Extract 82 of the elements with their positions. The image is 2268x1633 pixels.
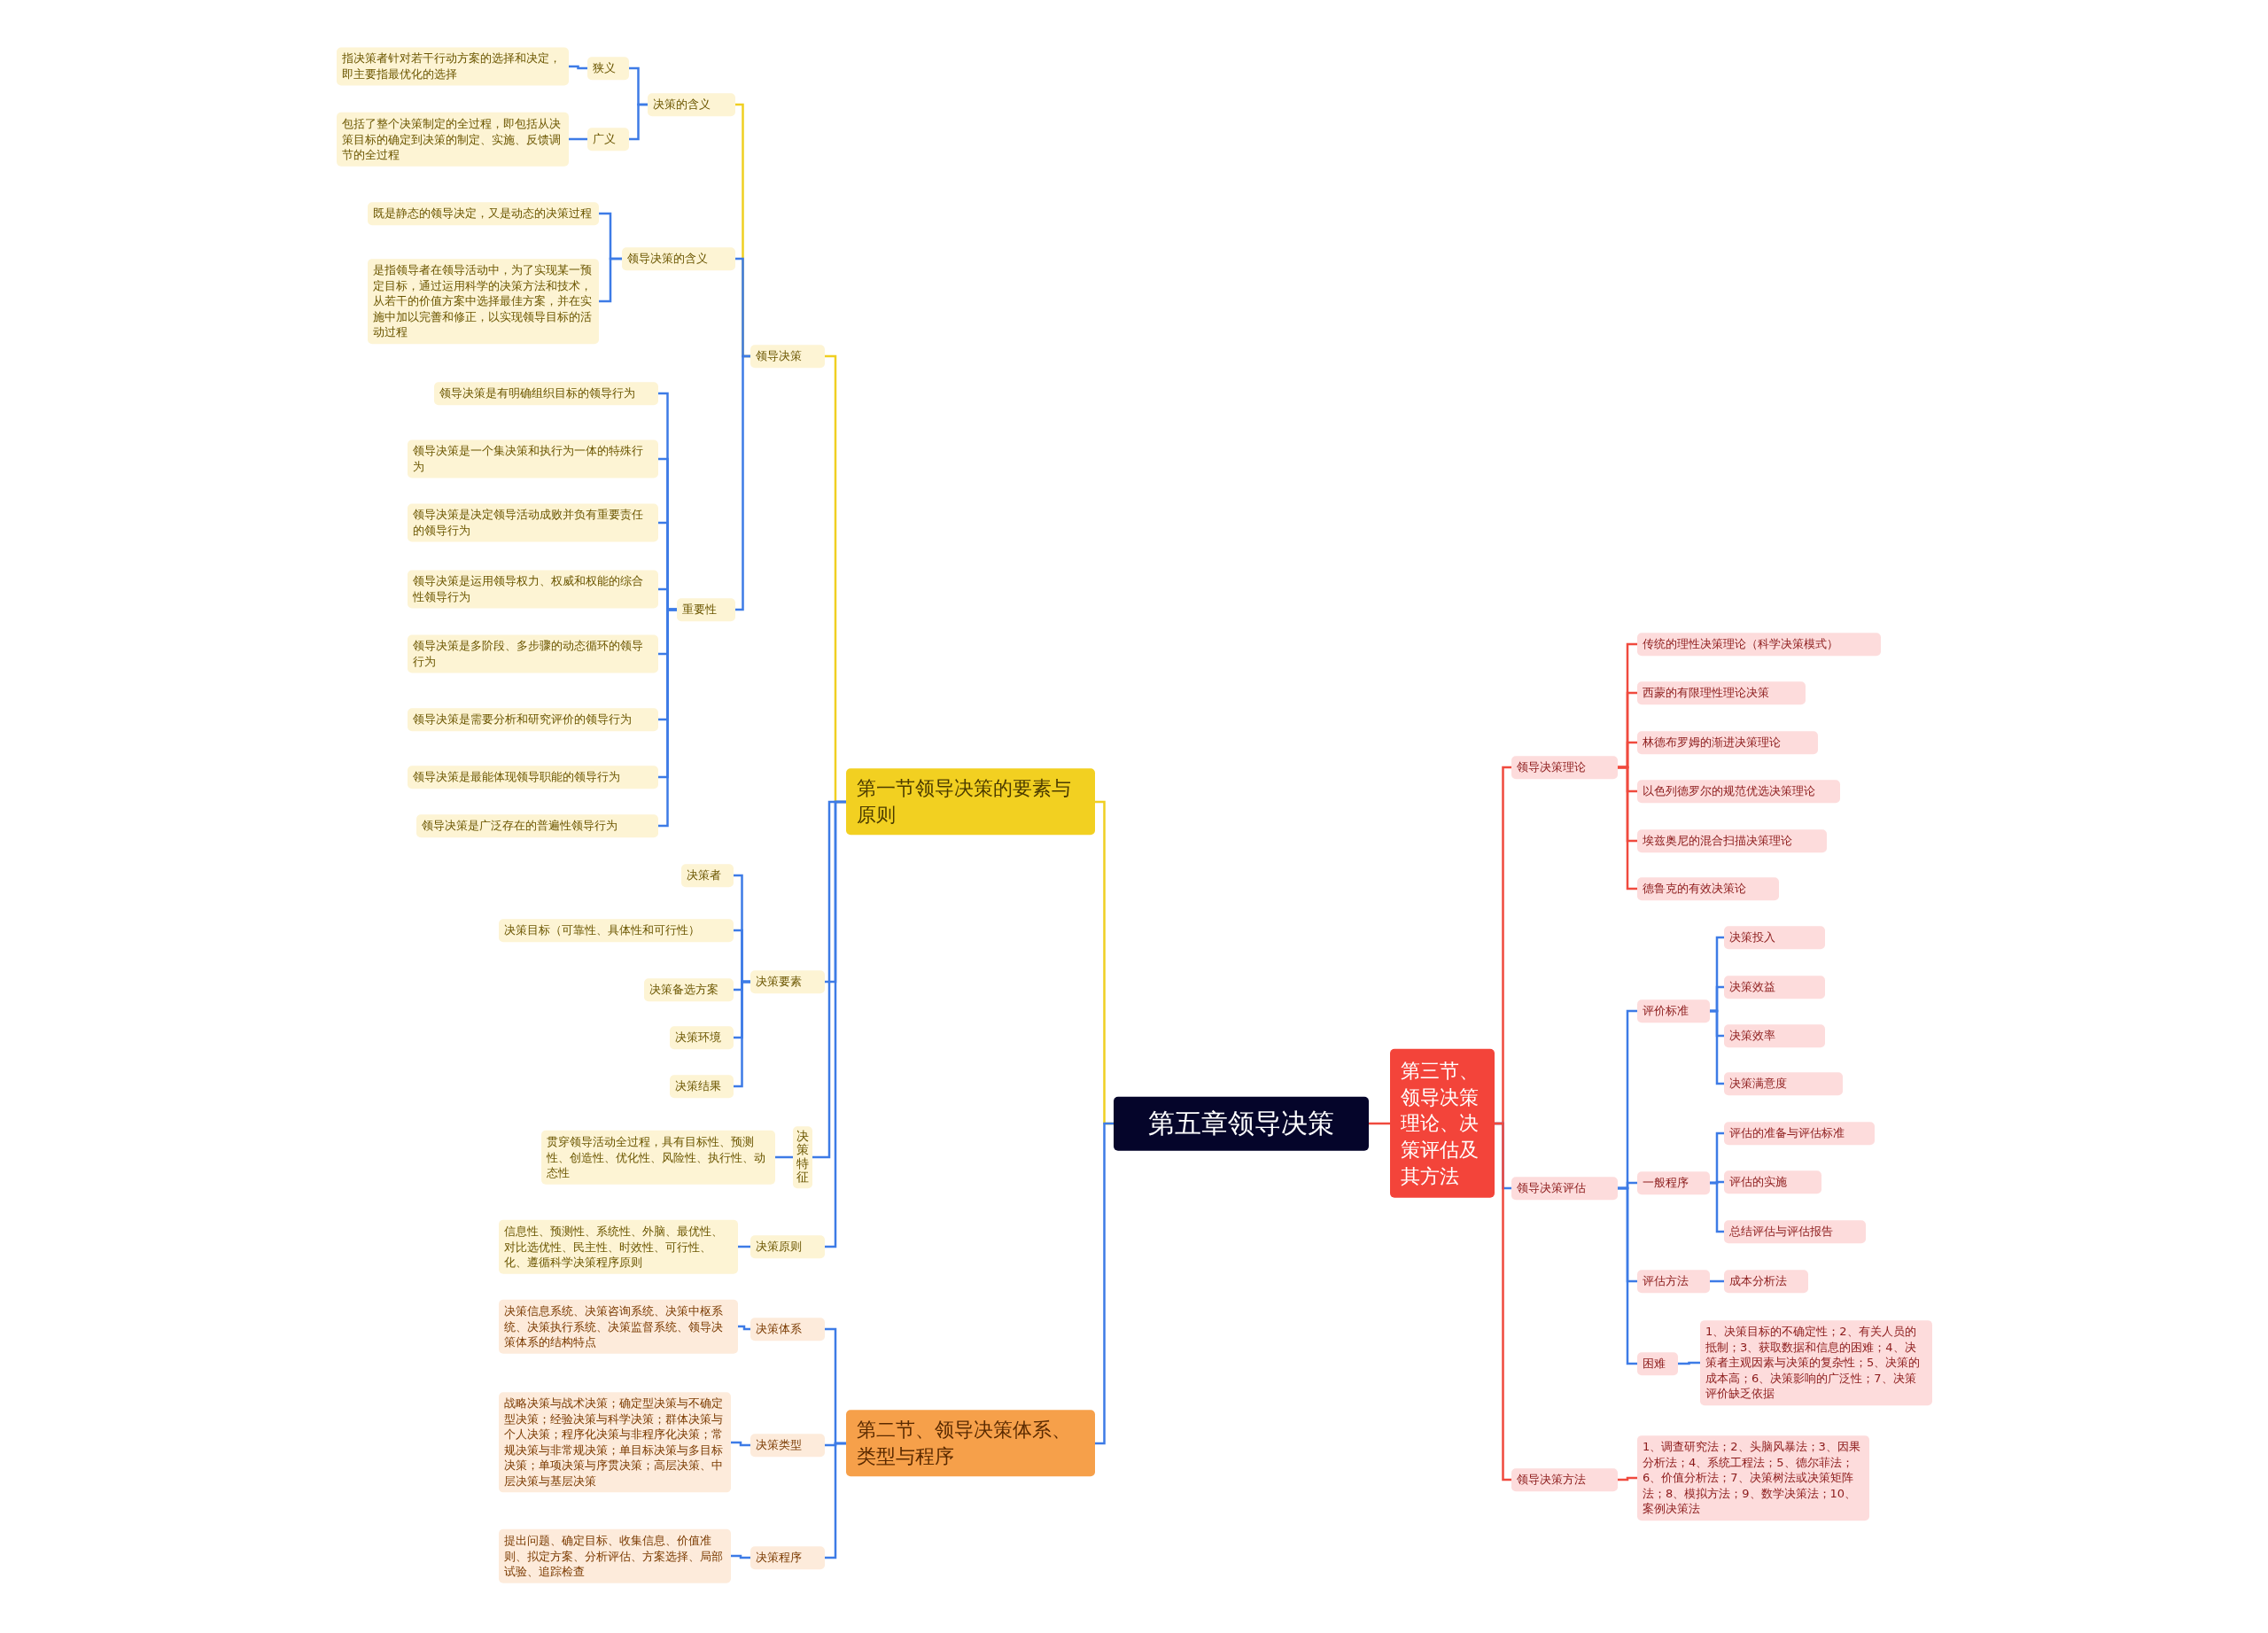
connector-line [599,257,622,303]
topic-card: 提出问题、确定目标、收集信息、价值准则、拟定方案、分析评估、方案选择、局部试验、追踪检查 [499,1528,731,1583]
connector-line [1618,1186,1637,1365]
topic-card: 领导决策 [750,345,825,368]
topic-card: 贯穿领导活动全过程，具有目标性、预测性、创造性、优化性、风险性、执行性、动态性 [541,1130,775,1185]
topic-card: 领导决策是运用领导权力、权威和权能的综合性领导行为 [408,570,658,609]
topic-card: 领导决策是广泛存在的普遍性领导行为 [416,814,658,837]
topic-card: 困难 [1637,1352,1678,1375]
connector-line [825,1442,846,1559]
topic-card: 决策目标（可靠性、具体性和可行性） [499,919,734,942]
topic-card: 决策信息系统、决策咨询系统、决策中枢系统、决策执行系统、决策监督系统、领导决策体系的结构特点 [499,1299,738,1354]
connector-line [1618,766,1637,890]
topic-card: 狭义 [587,57,629,80]
topic-card: 广义 [587,128,629,151]
connector-line [735,354,750,611]
topic-card: 决策程序 [750,1546,825,1569]
connector-line [658,608,677,828]
topic-card: 信息性、预测性、系统性、外脑、最优性、对比选优性、民主性、时效性、可行性、化、遵循科学决策程序原则 [499,1219,738,1274]
topic-card: 评估的实施 [1724,1170,1821,1194]
topic-card: 德鲁克的有效决策论 [1637,877,1779,900]
topic-card: 决策的含义 [648,93,735,116]
topic-card: 决策要素 [750,970,825,993]
connector-line [1369,1122,1390,1125]
topic-card: 传统的理性决策理论（科学决策模式） [1637,633,1881,656]
section-topic: 第二节、领导决策体系、类型与程序 [846,1410,1095,1477]
topic-card: 领导决策评估 [1511,1177,1618,1200]
topic-card: 评估方法 [1637,1270,1710,1293]
topic-card: 领导决策是多阶段、多步骤的动态循环的领导行为 [408,634,658,673]
topic-card: 领导决策理论 [1511,756,1618,779]
section-topic: 第三节、领导决策理论、决策评估及其方法 [1390,1048,1495,1199]
connector-line [1678,1361,1700,1365]
topic-card: 决策投入 [1724,926,1825,949]
topic-card: 领导决策是需要分析和研究评价的领导行为 [408,708,658,731]
topic-card: 决策者 [681,864,734,887]
topic-card: 既是静态的领导决定，又是动态的决策过程 [368,202,599,225]
topic-card: 决策备选方案 [644,978,734,1001]
connector-line [731,1554,750,1559]
topic-card: 总结评估与评估报告 [1724,1220,1866,1243]
topic-card: 林德布罗姆的渐进决策理论 [1637,731,1818,754]
topic-card: 决策结果 [670,1075,734,1098]
topic-card: 是指领导者在领导活动中，为了实现某一预定目标，通过运用科学的决策方法和技术，从若干的价值方案中选择最佳方案，并在实施中加以完善和修正，以实现领导目标的活动过程 [368,259,599,344]
connector-line [775,1155,793,1159]
topic-card: 评价标准 [1637,999,1710,1023]
connector-line [734,980,750,1088]
topic-card: 决策效益 [1724,976,1825,999]
topic-card: 领导决策是有明确组织目标的领导行为 [434,382,658,405]
topic-card: 决策满意度 [1724,1072,1843,1095]
topic-card: 决策体系 [750,1318,825,1341]
topic-card: 领导决策方法 [1511,1468,1618,1491]
connector-line [1095,1122,1114,1445]
topic-card: 埃兹奥尼的混合扫描决策理论 [1637,829,1827,852]
topic-card: 决策环境 [670,1026,734,1049]
topic-card: 评估的准备与评估标准 [1724,1122,1875,1145]
connector-line [1618,1476,1637,1481]
connector-line [1710,1181,1724,1233]
topic-card: 一般程序 [1637,1171,1710,1194]
topic-card: 领导决策是一个集决策和执行为一体的特殊行为 [408,439,658,478]
section-topic: 第一节领导决策的要素与原则 [846,768,1095,836]
topic-card: 战略决策与战术决策；确定型决策与不确定型决策；经验决策与科学决策；群体决策与个人决策；程序化决策与非程序化决策；常规决策与非常规决策；单目标决策与多目标决策；单项决策与序贯决策；高层决策、中层决策与基层决策 [499,1392,731,1493]
topic-card: 成本分析法 [1724,1270,1808,1293]
connector-line [629,103,648,141]
topic-card: 西蒙的有限理性理论决策 [1637,681,1806,704]
connector-line [825,800,846,1248]
connector-line [569,137,587,141]
connector-line [731,1441,750,1447]
topic-card: 领导决策的含义 [622,247,735,270]
topic-card: 包括了整个决策制定的全过程，即包括从决策目标的确定到决策的制定、实施、反馈调节的全过程 [337,112,569,167]
topic-card: 领导决策是最能体现领导职能的领导行为 [408,766,658,789]
topic-card: 决策特征 [793,1126,812,1188]
topic-card: 1、调查研究法；2、头脑风暴法；3、因果分析法；4、系统工程法；5、德尔菲法；6、价值分析法；7、决策树法或决策矩阵法；8、模拟方法；9、数学决策法；10、案例决策法 [1637,1435,1869,1520]
central-topic: 第五章领导决策 [1114,1096,1369,1151]
topic-card: 1、决策目标的不确定性；2、有关人员的抵制；3、获取数据和信息的困难；4、决策者主观因素与决策的复杂性；5、决策的成本高；6、决策影响的广泛性；7、决策评价缺乏依据 [1700,1320,1932,1405]
topic-card: 决策原则 [750,1235,825,1258]
topic-card: 以色列德罗尔的规范优选决策理论 [1637,780,1840,803]
topic-card: 指决策者针对若干行动方案的选择和决定，即主要指最优化的选择 [337,47,569,86]
connector-line [569,65,587,70]
connector-line [1495,1122,1511,1481]
topic-card: 领导决策是决定领导活动成败并负有重要责任的领导行为 [408,503,658,542]
connector-line [1710,1009,1724,1085]
topic-card: 决策类型 [750,1434,825,1457]
topic-card: 重要性 [677,598,735,621]
topic-card: 决策效率 [1724,1024,1825,1047]
